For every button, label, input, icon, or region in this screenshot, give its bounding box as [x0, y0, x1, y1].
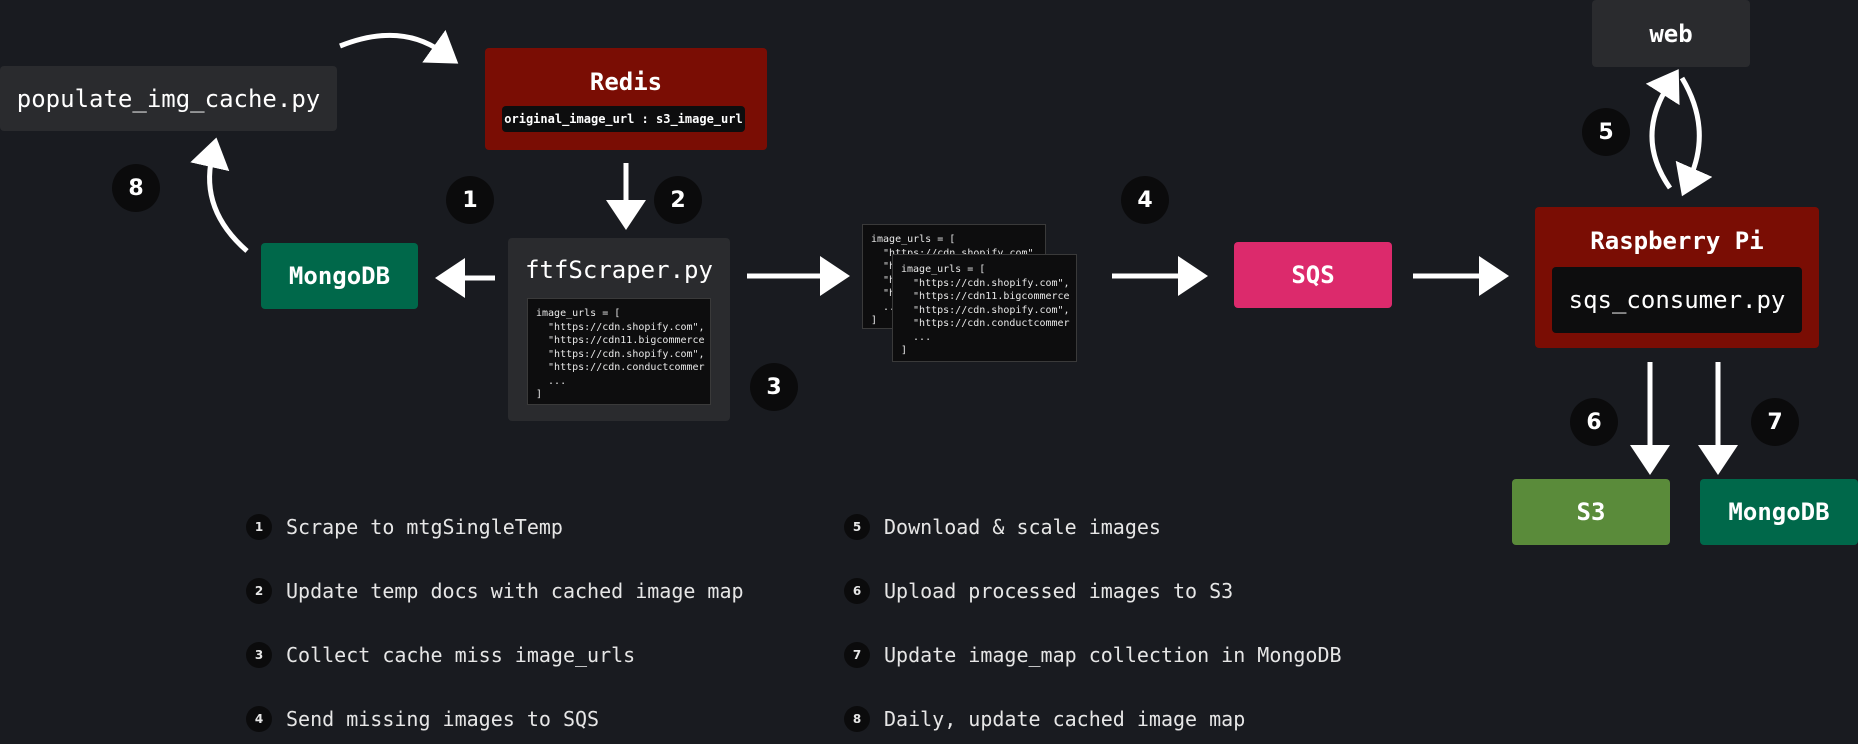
legend-num: 7 — [844, 642, 870, 668]
populate-img-cache-label: populate_img_cache.py — [16, 84, 321, 113]
step-badge-4: 4 — [1121, 176, 1169, 224]
sqs-node: SQS — [1234, 242, 1392, 308]
code-line: "https://cdn.shopify.com", — [536, 348, 705, 360]
legend-num: 1 — [246, 514, 272, 540]
legend-item-4: 4 Send missing images to SQS — [246, 706, 599, 732]
code-line: ] — [871, 315, 878, 326]
code-line: image_urls = [ — [871, 234, 956, 245]
sqs-label: SQS — [1291, 261, 1335, 289]
step-badge-2: 2 — [654, 176, 702, 224]
s3-node: S3 — [1512, 479, 1670, 545]
code-line: image_urls = [ — [901, 264, 986, 275]
legend-item-6: 6 Upload processed images to S3 — [844, 578, 1233, 604]
mongodb-right-node: MongoDB — [1700, 479, 1858, 545]
s3-label: S3 — [1576, 498, 1606, 526]
code-line: "h — [871, 274, 896, 286]
code-line: ... — [901, 331, 932, 343]
code-line: "https://cdn.shopify.com", — [871, 247, 1040, 259]
legend-text: Daily, update cached image map — [884, 707, 1246, 731]
legend-text: Update temp docs with cached image map — [286, 579, 744, 603]
code-line: "https://cdn.conductcommer — [536, 362, 705, 373]
code-line: "https://cdn.conductcommer — [901, 318, 1070, 329]
step-badge-5: 5 — [1582, 108, 1630, 156]
legend-num: 5 — [844, 514, 870, 540]
legend-item-7: 7 Update image_map collection in MongoDB — [844, 642, 1342, 668]
web-label: web — [1649, 19, 1693, 48]
legend-text: Update image_map collection in MongoDB — [884, 643, 1342, 667]
raspberry-pi-title: Raspberry Pi — [1590, 227, 1764, 255]
code-line: "https://cdn11.bigcommerce — [536, 335, 705, 346]
mongodb-right-label: MongoDB — [1728, 498, 1830, 526]
arrow-populate-to-redis — [339, 29, 459, 64]
legend-item-3: 3 Collect cache miss image_urls — [246, 642, 635, 668]
legend-num: 8 — [844, 706, 870, 732]
legend-item-1: 1 Scrape to mtgSingleTemp — [246, 514, 563, 540]
scraper-code-block: image_urls = [ "https://cdn.shopify.com"… — [527, 298, 711, 405]
step-badge-1: 1 — [446, 176, 494, 224]
code-line: image_urls = [ — [536, 308, 621, 319]
redis-node: Redis original_image_url : s3_image_url — [485, 48, 767, 150]
code-line: "https://cdn.shopify.com", — [901, 277, 1070, 289]
mongodb-left-label: MongoDB — [288, 262, 391, 290]
step-badge-8: 8 — [112, 164, 160, 212]
arrow-mongodb-to-populate — [190, 137, 249, 253]
code-line: ] — [901, 345, 908, 356]
legend-text: Upload processed images to S3 — [884, 579, 1234, 603]
code-line: "https://cdn.shopify.com", — [901, 304, 1070, 316]
legend-text: Collect cache miss image_urls — [286, 643, 636, 667]
arrow-raspberry-to-web — [1645, 69, 1680, 190]
code-line: "h — [871, 288, 896, 299]
code-line: ... — [536, 375, 567, 387]
code-line: "https://cdn11.bigcommerce — [901, 291, 1070, 302]
step-badge-3: 3 — [750, 363, 798, 411]
sqs-consumer-label: sqs_consumer.py — [1552, 267, 1802, 333]
code-line: "https://cdn.shopify.com", — [536, 321, 705, 333]
arrow-web-to-raspberry — [1675, 76, 1713, 197]
code-line: ] — [536, 389, 543, 400]
code-line: "h — [871, 261, 896, 272]
legend-text: Send missing images to SQS — [286, 707, 600, 731]
legend-text: Scrape to mtgSingleTemp — [286, 515, 563, 539]
legend-text: Download & scale images — [884, 515, 1161, 539]
mongodb-left-node: MongoDB — [261, 243, 418, 309]
step-badge-7: 7 — [1751, 398, 1799, 446]
legend-num: 6 — [844, 578, 870, 604]
legend-num: 2 — [246, 578, 272, 604]
legend-num: 4 — [246, 706, 272, 732]
raspberry-pi-node: Raspberry Pi sqs_consumer.py — [1535, 207, 1819, 348]
web-node: web — [1592, 0, 1750, 67]
redis-title: Redis — [589, 68, 663, 96]
legend-item-2: 2 Update temp docs with cached image map — [246, 578, 744, 604]
legend-num: 3 — [246, 642, 272, 668]
legend-item-5: 5 Download & scale images — [844, 514, 1161, 540]
redis-mapping: original_image_url : s3_image_url — [502, 106, 745, 132]
queue-code-block-front: image_urls = [ "https://cdn.shopify.com"… — [892, 254, 1077, 362]
ftf-scraper-title: ftfScraper.py — [525, 256, 713, 284]
legend-item-8: 8 Daily, update cached image map — [844, 706, 1245, 732]
step-badge-6: 6 — [1570, 398, 1618, 446]
populate-img-cache-node: populate_img_cache.py — [0, 66, 337, 131]
